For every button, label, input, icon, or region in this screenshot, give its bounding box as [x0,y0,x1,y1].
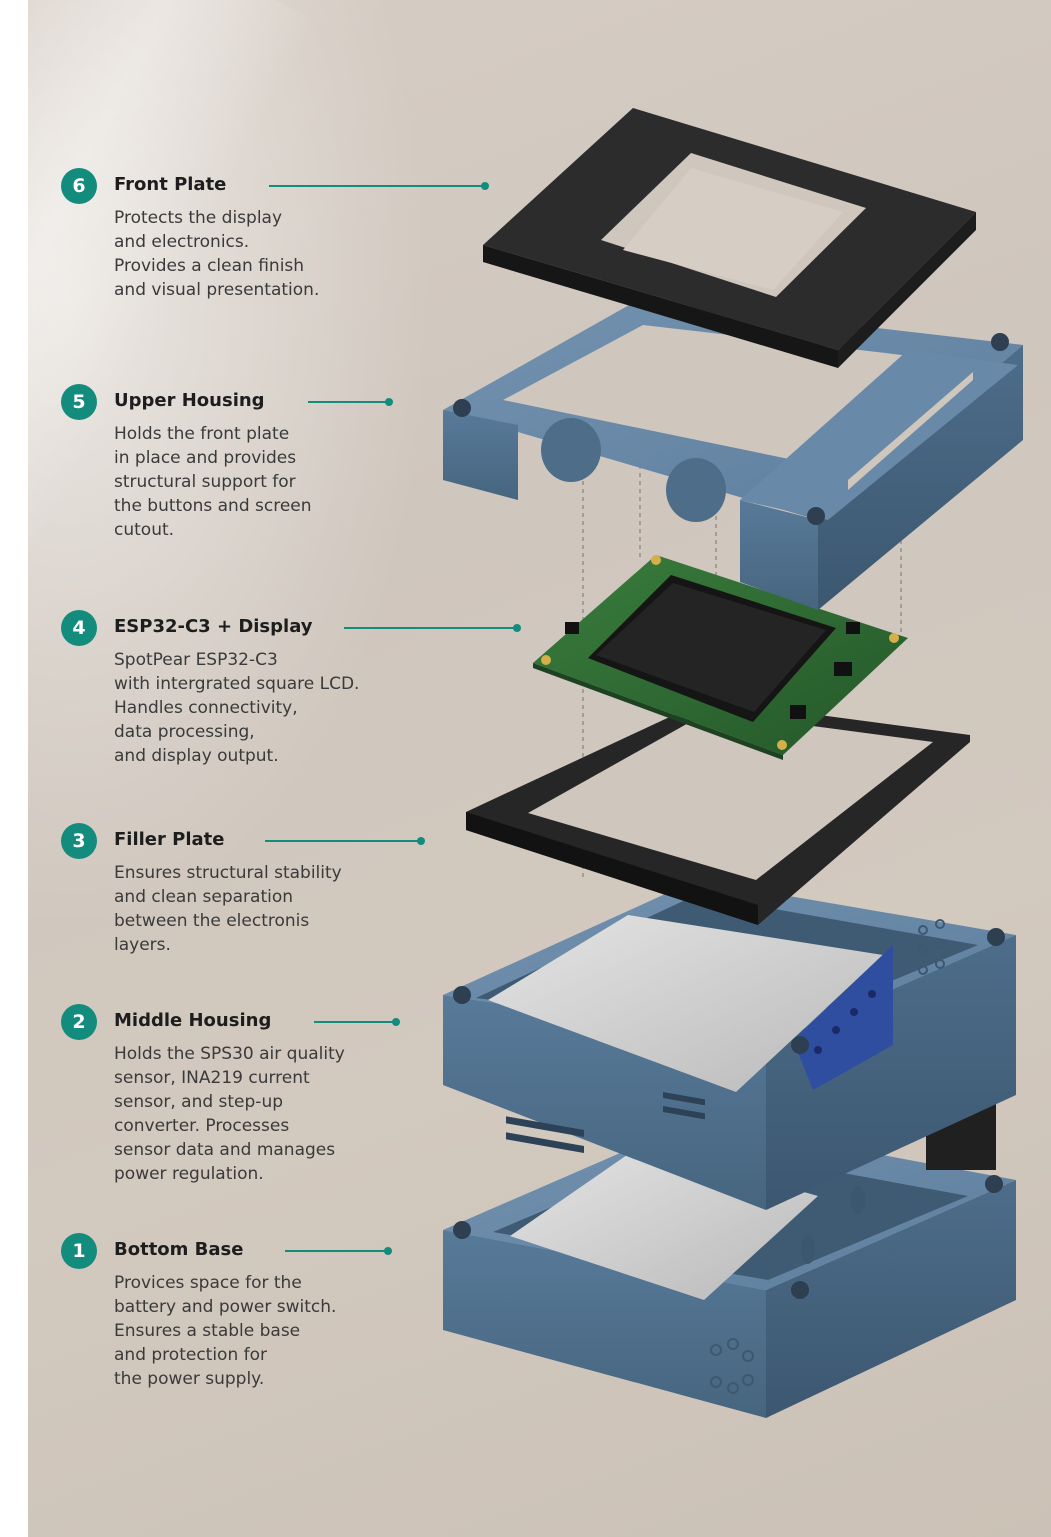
callout-description: Holds the SPS30 air quality sensor, INA2… [114,1042,414,1186]
description-line: the power supply. [114,1369,265,1389]
callout-description: Provices space for the battery and power… [114,1271,414,1391]
description-line: in place and provides [114,448,297,468]
description-line: power regulation. [114,1164,264,1184]
description-line: SpotPear ESP32-C3 [114,650,278,670]
leader-line [285,1247,392,1255]
step-badge: 2 [61,1004,97,1040]
diagram-canvas: 6 Front Plate Protects the display and e… [28,0,1051,1537]
esp32-display-part [533,555,908,760]
callout-title: Upper Housing [114,390,265,411]
middle-housing-part [443,880,1016,1210]
leader-line [314,1018,400,1026]
step-badge: 6 [61,168,97,204]
step-badge: 3 [61,823,97,859]
description-line: structural support for [114,472,296,492]
step-badge: 5 [61,384,97,420]
callout-title: ESP32-C3 + Display [114,616,313,637]
callout-description: SpotPear ESP32-C3 with intergrated squar… [114,648,414,768]
callout-description: Holds the front plate in place and provi… [114,422,414,542]
description-line: and clean separation [114,887,294,907]
description-line: converter. Processes [114,1116,290,1136]
leader-line [308,398,393,406]
leader-line [269,182,489,190]
description-line: and display output. [114,746,279,766]
description-line: Ensures a stable base [114,1321,301,1341]
leader-line [344,624,521,632]
description-line: with intergrated square LCD. [114,674,360,694]
callout-description: Protects the display and electronics. Pr… [114,206,414,302]
description-line: between the electronis [114,911,310,931]
description-line: and protection for [114,1345,268,1365]
description-line: layers. [114,935,171,955]
description-line: the buttons and screen [114,496,312,516]
exploded-assembly-render [443,108,1023,1418]
callout-title: Filler Plate [114,829,225,850]
description-line: sensor data and manages [114,1140,336,1160]
description-line: Protects the display [114,208,283,228]
callout-title: Front Plate [114,174,227,195]
step-badge: 4 [61,610,97,646]
leader-line [265,837,425,845]
front-plate-part [483,108,976,368]
description-line: and visual presentation. [114,280,320,300]
callout-title: Middle Housing [114,1010,272,1031]
description-line: battery and power switch. [114,1297,337,1317]
description-line: Ensures structural stability [114,863,342,883]
callout-title: Bottom Base [114,1239,244,1260]
description-line: sensor, INA219 current [114,1068,310,1088]
step-badge: 1 [61,1233,97,1269]
description-line: Handles connectivity, [114,698,298,718]
description-line: data processing, [114,722,255,742]
description-line: sensor, and step-up [114,1092,284,1112]
upper-housing-part [443,231,1023,610]
callout-description: Ensures structural stability and clean s… [114,861,414,957]
description-line: Provides a clean finish [114,256,305,276]
description-line: cutout. [114,520,175,540]
description-line: Holds the SPS30 air quality [114,1044,345,1064]
filler-plate-part [466,700,970,925]
description-line: Holds the front plate [114,424,290,444]
description-line: Provices space for the [114,1273,302,1293]
description-line: and electronics. [114,232,250,252]
